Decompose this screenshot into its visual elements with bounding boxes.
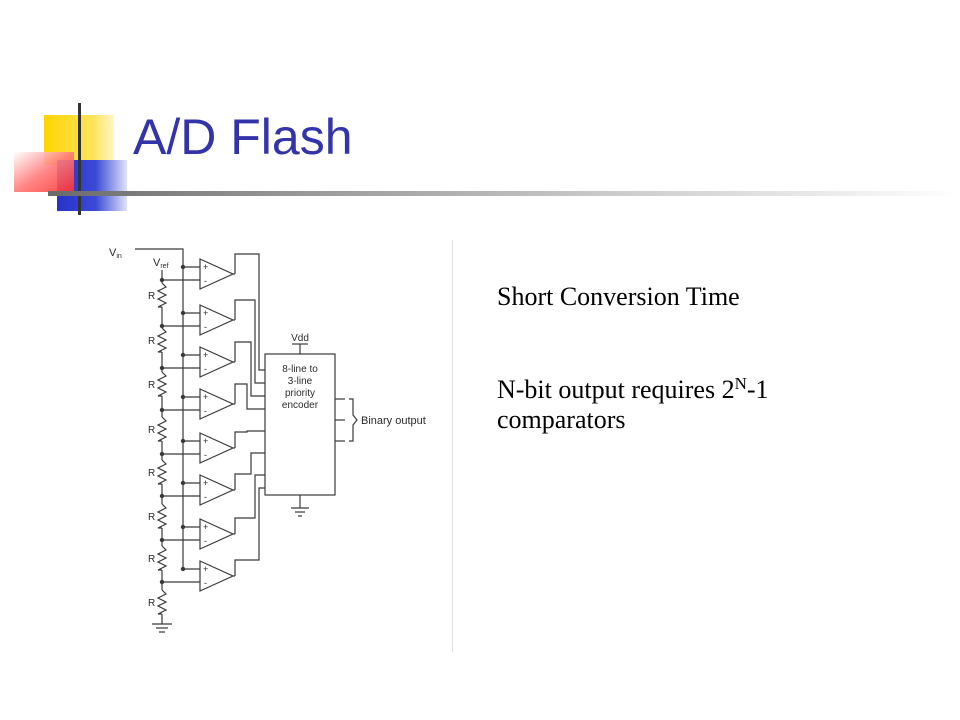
encoder-label: encoder xyxy=(282,400,319,411)
resistor-label: R xyxy=(148,468,155,479)
comparator-minus: - xyxy=(204,578,207,588)
comparator-minus: - xyxy=(204,276,207,286)
comparator-plus: + xyxy=(203,564,208,574)
corner-decoration xyxy=(14,103,127,215)
encoder-label: priority xyxy=(285,388,315,399)
comparator xyxy=(199,304,235,336)
junction-dot xyxy=(159,537,165,543)
comparator xyxy=(199,258,235,290)
bullet-comparators-exponent: N xyxy=(734,374,747,393)
comparator-plus: + xyxy=(203,436,208,446)
resistor-label: R xyxy=(148,554,155,565)
resistor-label: R xyxy=(148,598,155,609)
encoder-label: 8-line to xyxy=(282,364,318,375)
bullet-comparators-suffix: -1 xyxy=(746,375,769,404)
comparator-output xyxy=(234,341,265,397)
resistor xyxy=(156,282,168,308)
resistor-label: R xyxy=(148,380,155,391)
comparator-minus: - xyxy=(204,364,207,374)
resistor xyxy=(156,416,168,442)
vin-bus xyxy=(135,248,184,569)
comparator-output xyxy=(234,487,265,576)
comparator-plus: + xyxy=(203,478,208,488)
resistor-label: R xyxy=(148,425,155,436)
comparator-output xyxy=(234,383,265,410)
comparator xyxy=(199,388,235,420)
junction-dot xyxy=(159,451,165,457)
deco-red-square xyxy=(14,152,74,192)
junction-dot xyxy=(159,365,165,371)
content-divider xyxy=(452,240,453,652)
comparator-output xyxy=(234,430,265,448)
junction-dot xyxy=(159,493,165,499)
comparator-output xyxy=(234,474,265,534)
junction-dot xyxy=(180,394,186,400)
comparator-minus: - xyxy=(204,322,207,332)
resistor xyxy=(156,503,168,529)
junction-dot xyxy=(159,579,165,585)
title-underline xyxy=(48,191,960,196)
vdd-label: Vdd xyxy=(291,333,309,344)
junction-dot xyxy=(180,480,186,486)
junction-dot xyxy=(180,310,186,316)
junction-dot xyxy=(180,566,186,572)
comparator xyxy=(199,518,235,550)
resistor xyxy=(156,459,168,485)
comparator xyxy=(199,432,235,464)
comparator xyxy=(199,474,235,506)
slide-title: A/D Flash xyxy=(133,109,353,165)
binary-output-label: Binary output xyxy=(361,415,426,427)
resistor xyxy=(156,589,168,615)
output-brace xyxy=(349,398,358,442)
junction-dot xyxy=(159,407,165,413)
comparator-output xyxy=(234,253,265,371)
resistor-label: R xyxy=(148,512,155,523)
bullet-conversion-time: Short Conversion Time xyxy=(497,282,740,311)
resistor-label: R xyxy=(148,291,155,302)
vref-label: Vref xyxy=(153,257,169,270)
junction-dot xyxy=(180,264,186,270)
comparator-minus: - xyxy=(204,536,207,546)
comparator-output xyxy=(234,452,265,490)
deco-vertical-line xyxy=(78,103,81,215)
junction-dot xyxy=(180,352,186,358)
comparator xyxy=(199,346,235,378)
priority-encoder xyxy=(264,353,336,496)
bullet-list: Short Conversion Time N-bit output requi… xyxy=(497,282,937,435)
comparator-output xyxy=(234,299,265,384)
encoder-label: 3-line xyxy=(288,376,313,387)
comparator-plus: + xyxy=(203,308,208,318)
resistor xyxy=(156,545,168,571)
resistor xyxy=(156,371,168,397)
bullet-comparators-line2: comparators xyxy=(497,405,626,434)
bullet-comparators: N-bit output requires 2N-1 comparators xyxy=(497,375,937,435)
comparator-plus: + xyxy=(203,262,208,272)
comparator-minus: - xyxy=(204,492,207,502)
bullet-comparators-prefix: N-bit output requires 2 xyxy=(497,375,735,404)
junction-dot xyxy=(180,438,186,444)
junction-dot xyxy=(159,277,165,283)
resistor xyxy=(156,327,168,353)
comparator-plus: + xyxy=(203,522,208,532)
junction-dot xyxy=(159,323,165,329)
comparator xyxy=(199,560,235,592)
junction-dot xyxy=(180,524,186,530)
comparator-minus: - xyxy=(204,450,207,460)
comparator-plus: + xyxy=(203,350,208,360)
vin-label: Vin xyxy=(109,247,122,260)
comparator-minus: - xyxy=(204,406,207,416)
resistor-label: R xyxy=(148,336,155,347)
comparator-plus: + xyxy=(203,392,208,402)
